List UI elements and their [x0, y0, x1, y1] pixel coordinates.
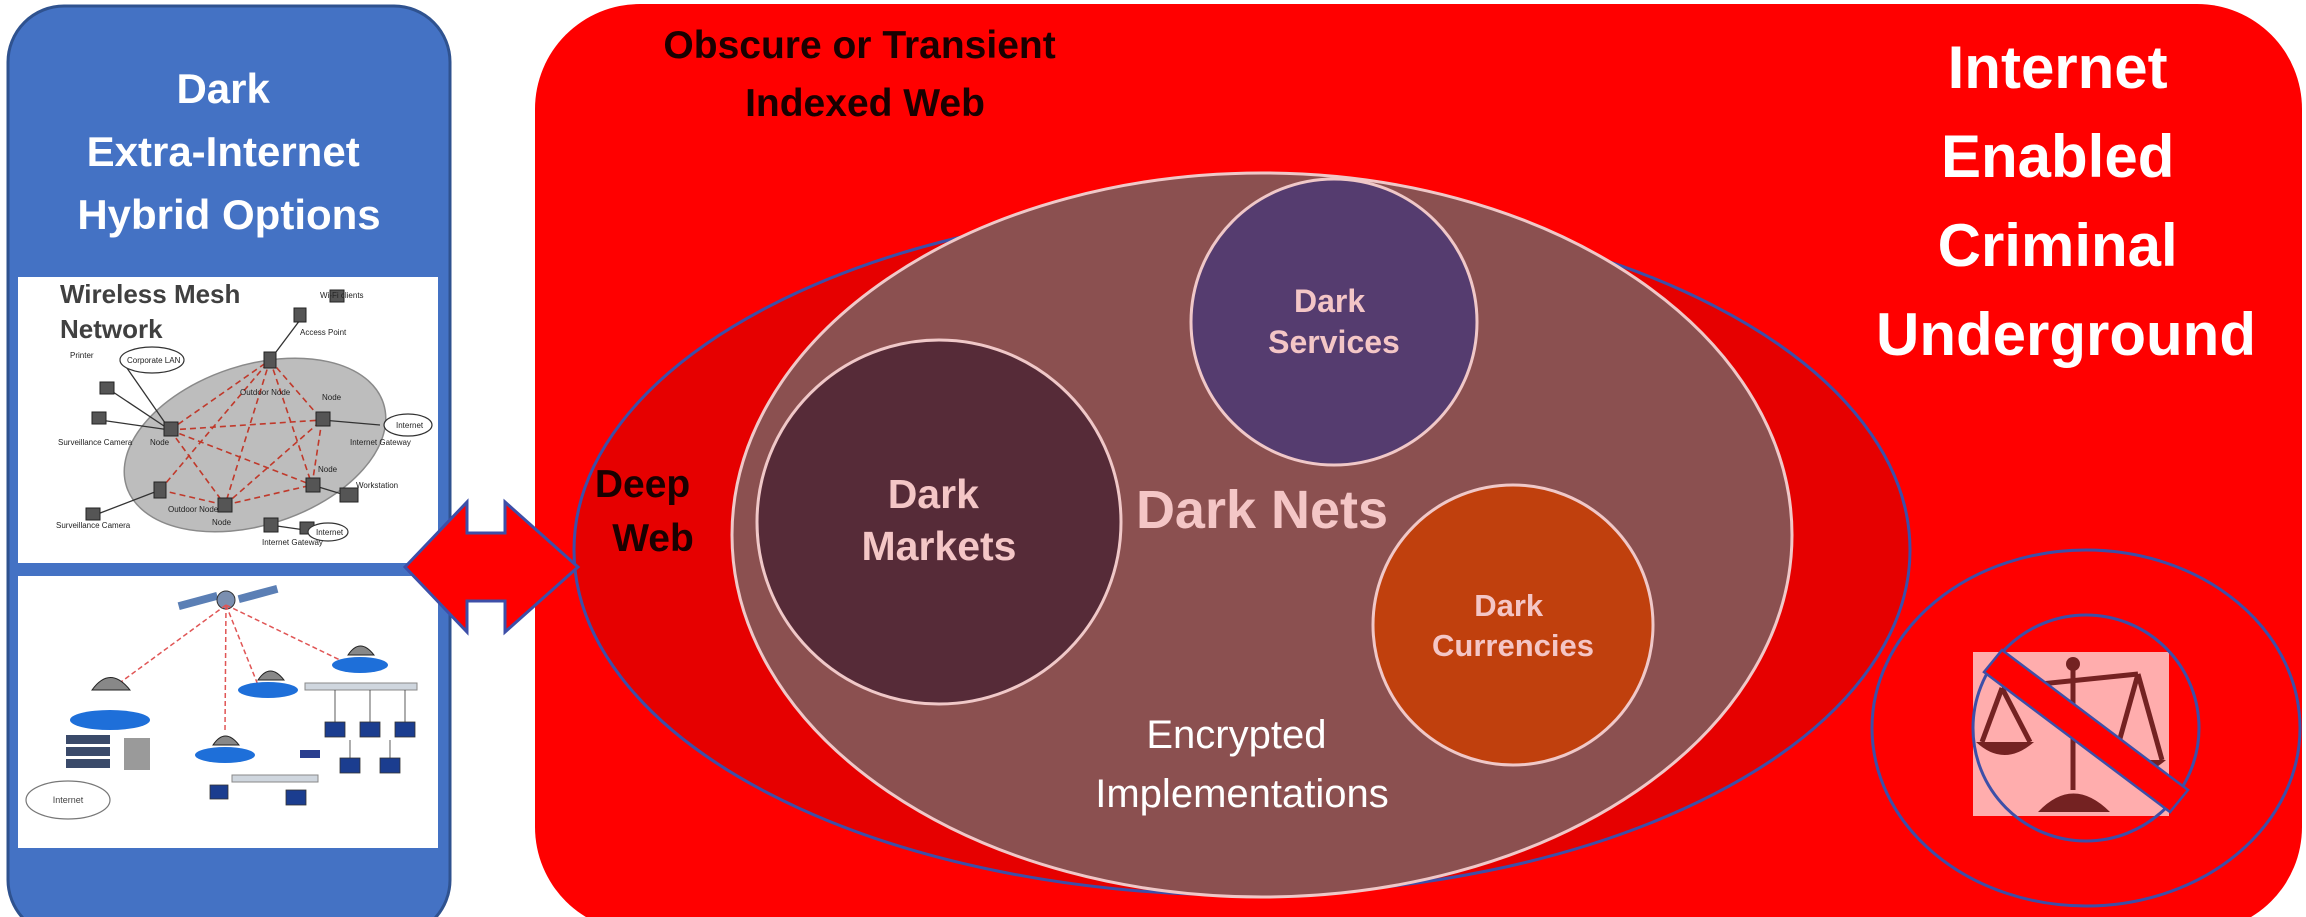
printer-label: Printer	[70, 351, 94, 360]
internet-cloud-right-label: Internet	[396, 421, 424, 430]
surveillance-camera-top-label: Surveillance Camera	[58, 438, 133, 447]
mesh-network-title: Wireless Mesh Network	[60, 279, 248, 344]
node-b-label: Node	[322, 393, 342, 402]
internet-gateway-bottom-label: Internet Gateway	[262, 538, 323, 547]
deep-web-label: Deep Web	[595, 463, 701, 560]
internet-gateway-right-label: Internet Gateway	[350, 438, 411, 447]
dark-services-circle	[1189, 177, 1479, 467]
outdoor-node-bottom-label: Outdoor Node	[168, 505, 219, 514]
satellite-beams	[109, 604, 341, 731]
encrypted-implementations-label: Encrypted Implementations	[1095, 713, 1388, 816]
satellite-internet-label: Internet	[53, 795, 84, 805]
mesh-links	[159, 359, 323, 506]
mesh-nodes	[85, 289, 359, 535]
internet-cloud-right	[383, 413, 433, 437]
mesh-labels: Printer Corporate LAN Wi-Fi clients Acce…	[56, 291, 424, 547]
server-stack-icon	[66, 735, 150, 770]
main-panel-title: Internet Enabled Criminal Underground	[1876, 34, 2256, 368]
internet-cloud-bottom-label: Internet	[316, 528, 344, 537]
dark-markets-circle	[755, 338, 1123, 706]
left-panel-title: Dark Extra-Internet Hybrid Options	[77, 65, 380, 238]
dark-nets-label: Dark Nets	[1136, 480, 1388, 540]
broken-scales-of-justice-icon	[1870, 548, 2302, 908]
obscure-indexed-web-label: Obscure or Transient Indexed Web	[663, 24, 1066, 125]
internet-cloud-bottom	[307, 522, 349, 542]
node-a-label: Node	[150, 438, 170, 447]
corporate-lan-label: Corporate LAN	[127, 356, 181, 365]
surveillance-camera-bottom-label: Surveillance Camera	[56, 521, 131, 530]
lan-devices	[209, 682, 418, 806]
node-d-label: Node	[212, 518, 232, 527]
ground-stations	[70, 645, 388, 763]
left-panel: Dark Extra-Internet Hybrid Options Wirel…	[6, 4, 452, 917]
bidirectional-arrow	[402, 498, 581, 636]
main-panel: Obscure or Transient Indexed Web Interne…	[535, 4, 2302, 917]
dark-services-label: Dark Services	[1268, 283, 1400, 360]
dark-currencies-circle	[1371, 483, 1655, 767]
satellite-icon	[177, 584, 279, 611]
workstation-label: Workstation	[356, 481, 398, 490]
dark-currencies-label: Dark Currencies	[1432, 588, 1594, 663]
satellite-internet-cloud	[25, 780, 111, 820]
mesh-network-panel: Wireless Mesh Network	[18, 277, 438, 563]
access-point-label: Access Point	[300, 328, 347, 337]
wifi-clients-label: Wi-Fi clients	[320, 291, 364, 300]
node-c-label: Node	[318, 465, 338, 474]
dark-markets-label: Dark Markets	[862, 471, 1017, 569]
satellite-network-panel: Internet	[18, 576, 438, 848]
corporate-lan-cloud	[119, 346, 185, 374]
outdoor-node-top-label: Outdoor Node	[240, 388, 291, 397]
